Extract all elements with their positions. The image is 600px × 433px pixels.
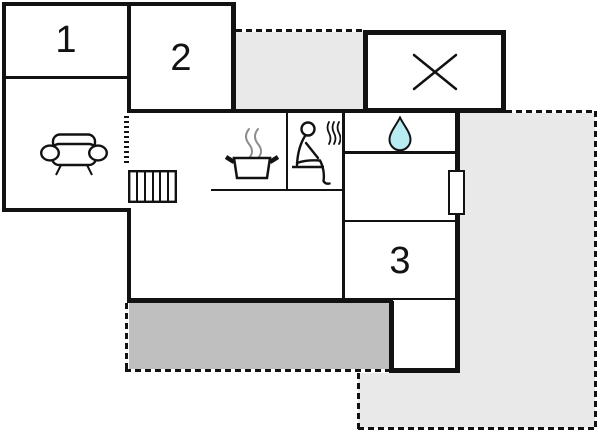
room-label-1: 1 (55, 19, 77, 61)
patio-bottom (129, 303, 391, 369)
wall-lower-room-south (389, 368, 460, 373)
x-cross-icon (412, 53, 457, 90)
door-opening-ticks (124, 116, 129, 164)
patio-dashed-bottom (125, 369, 391, 372)
wall-room2-east (231, 2, 236, 112)
wall-lower-room-west (389, 301, 394, 373)
skylight-room (363, 30, 506, 113)
terrace-right (460, 113, 595, 428)
patio-dashed-left (125, 303, 128, 369)
sofa-icon (40, 133, 108, 176)
wall-west (2, 2, 6, 212)
wall-mid-divider (342, 220, 458, 222)
water-drop-icon (388, 116, 412, 152)
wall-sauna-divider (286, 111, 288, 191)
wall-room1-divider (2, 76, 131, 79)
room-label-3: 3 (389, 240, 411, 282)
stairs-icon (128, 170, 177, 203)
wall-north (2, 2, 236, 6)
sauna-person-icon (292, 121, 341, 185)
terrace-right-dashed-left (357, 373, 360, 430)
terrace-right-dashed-top (506, 110, 596, 113)
room-label-2: 2 (170, 37, 192, 79)
wall-room1-room2 (127, 2, 131, 113)
wall-bath-divider (342, 151, 458, 154)
wall-counter-line (211, 189, 343, 191)
window-marker (448, 170, 465, 215)
wall-room3-south (344, 298, 458, 300)
wall-column-west (342, 111, 345, 301)
cooking-pot-icon (225, 128, 279, 180)
wall-south (127, 298, 393, 303)
wall-east (455, 111, 460, 373)
terrace-right-lower (358, 373, 460, 428)
terrace-right-dashed-right (594, 111, 597, 430)
terrace-top (236, 32, 365, 111)
wall-living-south (2, 208, 131, 212)
terrace-right-dashed-bottom (358, 427, 597, 430)
wall-kitchen-north (127, 109, 367, 113)
wall-central-west (127, 208, 131, 303)
terrace-top-dashed-edge (236, 29, 366, 32)
